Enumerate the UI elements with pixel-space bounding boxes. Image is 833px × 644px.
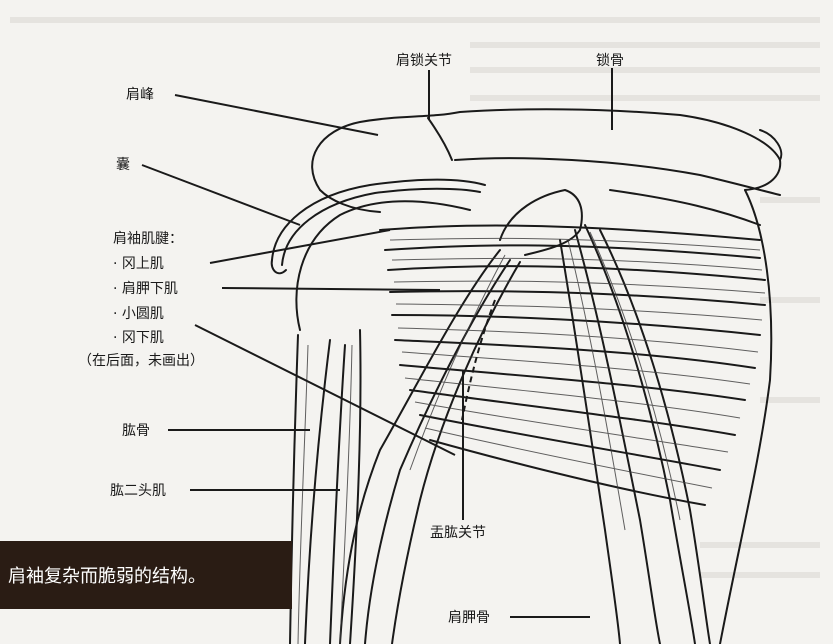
leader-supraspinatus	[209, 229, 391, 264]
figure-caption: 肩袖复杂而脆弱的结构。	[0, 541, 292, 609]
label-rotator-cuff: 肩袖肌腱：	[113, 231, 183, 247]
label-supraspinatus: · 冈上肌	[113, 256, 164, 272]
biceps-tendon	[304, 339, 331, 644]
label-bursa: 囊	[116, 157, 130, 173]
leader-bursa	[141, 164, 301, 226]
label-clavicle: 锁骨	[596, 53, 624, 69]
humerus-right	[349, 329, 362, 644]
label-acromion: 肩峰	[126, 87, 154, 103]
label-subscapularis: · 肩胛下肌	[113, 281, 178, 297]
leader-acromion	[174, 94, 379, 136]
clavicle-lower	[454, 157, 781, 196]
label-infraspinatus: · 冈下肌	[113, 330, 164, 346]
scapula-outline	[719, 189, 773, 644]
label-acromioclavicular: 肩锁关节	[396, 53, 452, 69]
label-glenohumeral: 盂肱关节	[430, 525, 486, 541]
humeral-head	[295, 200, 471, 331]
label-biceps: 肱二头肌	[110, 483, 166, 499]
leader-teres	[194, 324, 456, 456]
bursa-outline	[271, 178, 486, 261]
label-humerus: 肱骨	[122, 423, 150, 439]
label-teres-minor: · 小圆肌	[113, 306, 164, 322]
leader-subscapularis	[221, 287, 441, 291]
label-note: （在后面，未画出）	[78, 353, 204, 369]
label-scapula: 肩胛骨	[448, 610, 490, 626]
